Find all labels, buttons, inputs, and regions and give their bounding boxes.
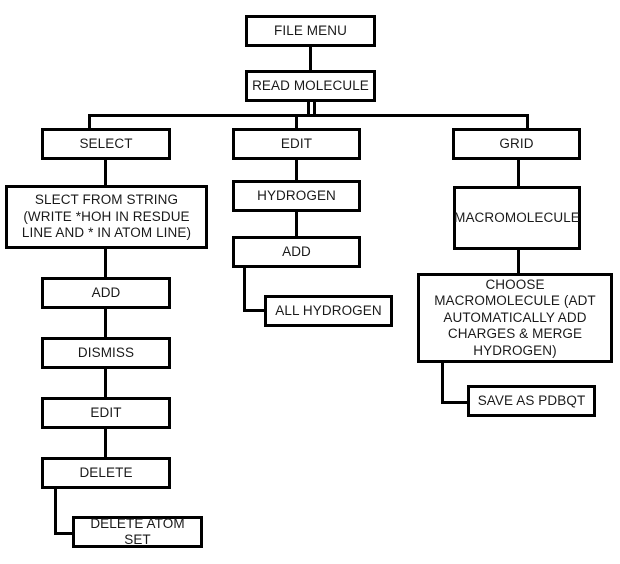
connector-choose-elbow [441,401,470,404]
connector-bus-to-select [88,114,91,130]
connector-file-to-read [309,46,312,71]
node-select_string[interactable]: SLECT FROM STRING (WRITE *HOH IN RESDUE … [5,185,208,249]
node-delete_atom_set[interactable]: DELETE ATOM SET [72,516,203,548]
connector-read-to-branchbus [307,101,310,117]
connector-grid-to-macro [517,159,520,188]
node-file_menu[interactable]: FILE MENU [245,15,376,47]
connector-editadd-drop [243,266,246,312]
connector-delete-elbow [54,532,75,535]
node-grid[interactable]: GRID [452,128,581,160]
node-save_pdbqt[interactable]: SAVE AS PDBQT [467,385,596,417]
connector-macro-to-choose [517,250,520,275]
node-delete[interactable]: DELETE [41,457,171,489]
node-edit_add[interactable]: ADD [232,236,361,268]
connector-add-to-dismiss [104,308,107,339]
node-select_add[interactable]: ADD [41,277,171,309]
node-hydrogen[interactable]: HYDROGEN [232,180,361,212]
node-select_edit[interactable]: EDIT [41,397,171,429]
connector-read-to-branchbus-2 [313,101,316,117]
connector-branch-bus [88,114,529,117]
connector-choose-drop [441,362,444,404]
connector-bus-to-edit [295,114,298,130]
connector-bus-to-grid [526,114,529,130]
connector-select-to-string [104,159,107,187]
node-choose_macro[interactable]: CHOOSE MACROMOLECULE (ADT AUTOMATICALLY … [417,273,613,363]
connector-string-to-add [104,248,107,279]
connector-edit-to-delete [104,428,107,459]
node-edit[interactable]: EDIT [232,128,361,160]
connector-hydrogen-to-add [295,211,298,238]
connector-edit-to-hydrogen [295,159,298,182]
node-read_molecule[interactable]: READ MOLECULE [245,70,376,102]
connector-dismiss-to-edit [104,368,107,399]
node-all_hydrogen[interactable]: ALL HYDROGEN [264,295,393,327]
node-dismiss[interactable]: DISMISS [41,337,171,369]
connector-editadd-elbow [243,309,267,312]
node-select[interactable]: SELECT [41,128,171,160]
connector-delete-drop [54,487,57,535]
node-macromolecule[interactable]: MACROMOLECULE [453,186,581,250]
